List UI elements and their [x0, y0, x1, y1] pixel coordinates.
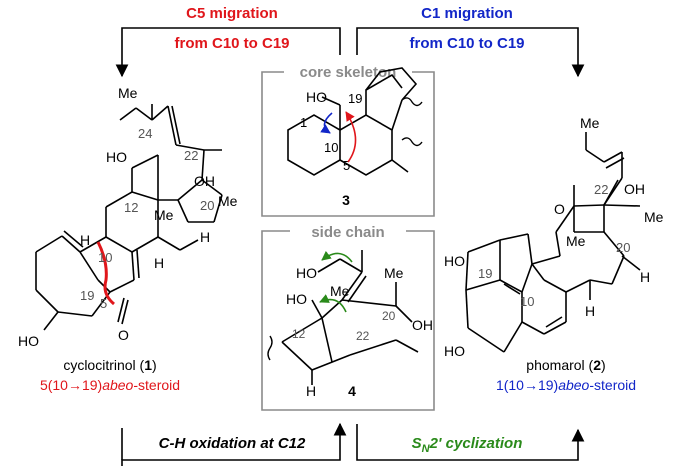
side-chain-panel: side chain HO HO Me Me OH 20: [261, 224, 435, 411]
side-ho-left: HO: [286, 291, 307, 307]
side-locant-12: 12: [292, 327, 306, 341]
bottom-right-arrow: [356, 424, 585, 461]
left-migration-line1: C5 migration: [186, 5, 278, 22]
side-oh: OH: [412, 317, 433, 333]
core-locant-5: 5: [343, 158, 350, 173]
cyc-locant-24: 24: [138, 126, 152, 141]
core-skeleton-structure: [287, 67, 418, 176]
blue-migration-curve: [320, 112, 333, 134]
pho-me-top: Me: [580, 115, 600, 131]
phomarol-name: phomarol (2): [526, 357, 605, 373]
right-migration-line2: from C10 to C19: [409, 35, 524, 52]
left-migration-arrow: [115, 27, 341, 78]
red-c19-bond: [96, 241, 115, 306]
pho-oh: OH: [624, 181, 645, 197]
side-compound-number: 4: [348, 383, 356, 399]
core-wavy-bond: [401, 97, 423, 107]
core-locant-1: 1: [300, 115, 307, 130]
cyc-locant-20: 20: [200, 198, 214, 213]
pho-me-mid: Me: [566, 233, 586, 249]
pho-ho-lower: HO: [444, 343, 465, 359]
phomarol-class: 1(10→19)abeo-steroid: [496, 377, 636, 393]
cyc-locant-10: 10: [98, 250, 112, 265]
cyc-h-low: H: [154, 255, 164, 271]
cyclocitrinol-class: 5(10→19)abeo-steroid: [40, 377, 180, 393]
core-locant-19: 19: [348, 91, 362, 106]
cyc-oh: OH: [194, 173, 215, 189]
pho-h-low: H: [585, 303, 595, 319]
cyc-h-left: H: [80, 232, 90, 248]
core-locant-10: 10: [324, 140, 338, 155]
cyc-me-right: Me: [218, 193, 238, 209]
cyc-me-top: Me: [118, 85, 138, 101]
side-locant-22: 22: [356, 329, 370, 343]
pho-ho-upper: HO: [444, 253, 465, 269]
side-chain-structure: [281, 250, 419, 385]
bottom-left-label: C-H oxidation at C12: [159, 435, 306, 452]
green-curve-1: [321, 250, 353, 263]
green-curve-2: [319, 294, 347, 313]
cyc-locant-22: 22: [184, 148, 198, 163]
cyclocitrinol-structure: [35, 104, 223, 331]
cyc-locant-12: 12: [124, 200, 138, 215]
cyc-h-right: H: [200, 229, 210, 245]
cyc-me-mid: Me: [154, 207, 174, 223]
pho-locant-10: 10: [520, 294, 534, 309]
pho-locant-22: 22: [594, 182, 608, 197]
side-chain-title: side chain: [311, 224, 384, 241]
pho-locant-19: 19: [478, 266, 492, 281]
core-wavy-bond-2: [401, 137, 423, 147]
side-locant-20: 20: [382, 309, 396, 323]
side-h: H: [306, 383, 316, 399]
right-migration-arrow: [356, 27, 585, 78]
cyc-ho-ring: HO: [18, 333, 39, 349]
pho-me-right: Me: [644, 209, 664, 225]
phomarol-structure: [465, 132, 641, 353]
side-ho-top: HO: [296, 265, 317, 281]
left-migration-line2: from C10 to C19: [174, 35, 289, 52]
pho-o: O: [554, 201, 565, 217]
cyc-ho-side: HO: [106, 149, 127, 165]
core-compound-number: 3: [342, 192, 350, 208]
pho-h-right: H: [640, 269, 650, 285]
side-me-2: Me: [384, 265, 404, 281]
core-ho-label: HO: [306, 89, 327, 105]
cyc-locant-5: 5: [100, 296, 107, 311]
red-migration-curve: [345, 111, 357, 163]
pho-locant-20: 20: [616, 240, 630, 255]
cyc-locant-19: 19: [80, 288, 94, 303]
right-migration-line1: C1 migration: [421, 5, 513, 22]
bottom-right-label: SN2' cyclization: [412, 435, 523, 455]
core-skeleton-title: core skeleton: [300, 64, 397, 81]
side-me-1: Me: [330, 283, 350, 299]
bottom-left-arrow: [121, 422, 347, 466]
side-wavy-bond: [267, 335, 273, 361]
core-skeleton-panel: core skeleton HO 19 1 10 5 3: [261, 64, 435, 217]
cyclocitrinol-name: cyclocitrinol (1): [63, 357, 156, 373]
cyc-o: O: [118, 327, 129, 343]
